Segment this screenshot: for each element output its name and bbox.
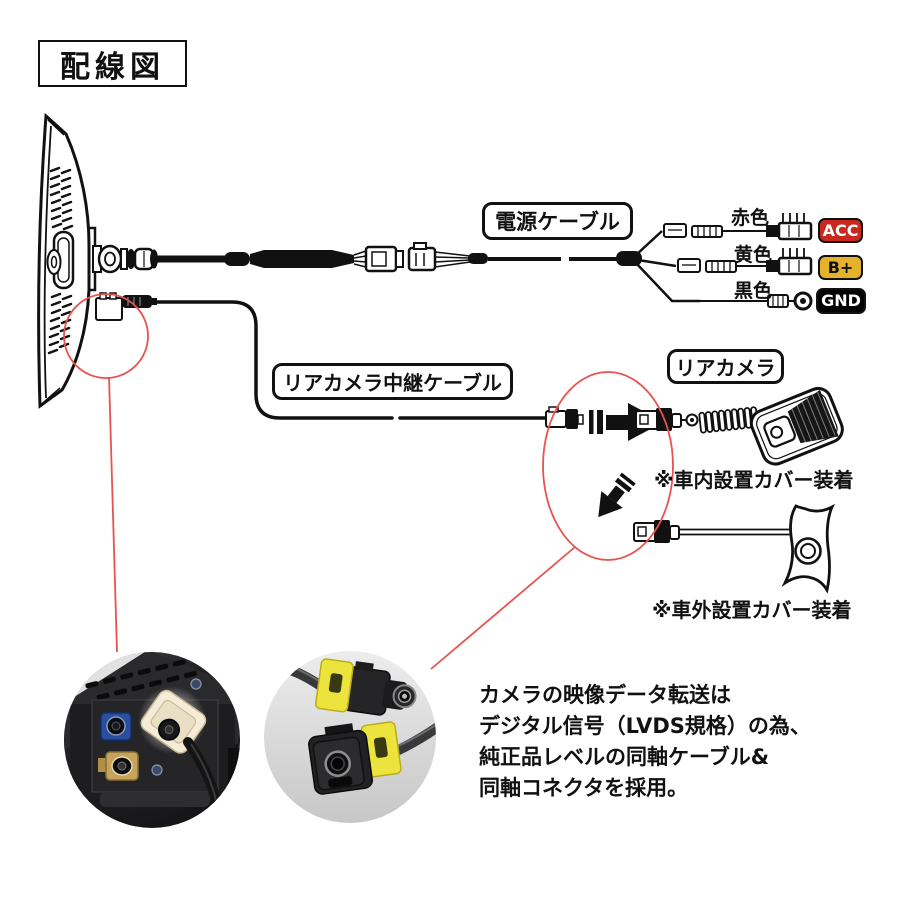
vent-slots-upper [49, 166, 74, 231]
gnd-badge: GND [816, 288, 866, 314]
bplus-wire-row [637, 248, 813, 276]
acc-wire-row [635, 213, 813, 256]
page-title: 配線図 [38, 40, 187, 87]
photo-monitor-ports [64, 652, 240, 828]
relay-cable-line [155, 300, 584, 429]
power-cable-line [152, 213, 813, 311]
red-highlight-circle [63, 293, 149, 379]
photo-lvds-connectors [264, 651, 436, 823]
blue-fakra-connector [100, 712, 132, 741]
acc-badge: ACC [818, 218, 863, 243]
power-cable-label: 電源ケーブル [482, 202, 633, 240]
red-annotations [63, 293, 674, 670]
note-outdoor-cover: ※車外設置カバー装着 [652, 598, 852, 622]
rear-camera-outdoor-illustration [633, 503, 835, 594]
description-line: 同軸コネクタを採用。 [479, 776, 689, 800]
rear-camera-indoor-illustration [635, 386, 844, 466]
relay-end-connector [545, 406, 584, 429]
outdoor-camera-connector [633, 520, 680, 543]
relay-cable-label: リアカメラ中継ケーブル [272, 363, 513, 400]
alt-arrow-icon [598, 472, 636, 518]
tan-fakra-connector [98, 751, 139, 781]
vent-slots-lower [47, 292, 73, 355]
wire-color-label-yellow: 黄色 [734, 244, 773, 266]
wire-color-label-red: 赤色 [731, 207, 770, 229]
description-line: カメラの映像データ転送は [479, 683, 731, 707]
red-highlight-ellipse [542, 371, 674, 561]
coil-cable [698, 406, 759, 434]
inline-connector-male [364, 245, 404, 273]
bplus-badge: B+ [818, 255, 863, 280]
inline-connector-female [407, 242, 437, 272]
lvds-female-connector [308, 707, 436, 795]
camera-connector [635, 408, 699, 431]
monitor-illustration [37, 112, 158, 409]
monitor-mount-joint [92, 244, 158, 274]
description-line: デジタル信号（LVDS規格）の為、 [479, 714, 811, 738]
wire-splitter [616, 251, 642, 266]
lvds-male-connector [314, 658, 417, 716]
red-leader-line-1 [108, 376, 118, 653]
description-line: 純正品レベルの同軸ケーブル& [479, 745, 770, 769]
gnd-wire-row [635, 262, 813, 311]
red-leader-line-2 [430, 546, 576, 670]
rear-camera-label: リアカメラ [667, 349, 784, 384]
monitor-camera-port [95, 292, 157, 321]
note-indoor-cover: ※車内設置カバー装着 [654, 468, 854, 492]
wire-color-label-black: 黒色 [734, 280, 773, 302]
lvds-description: カメラの映像データ転送は デジタル信号（LVDS規格）の為、 純正品レベルの同軸… [479, 680, 811, 804]
